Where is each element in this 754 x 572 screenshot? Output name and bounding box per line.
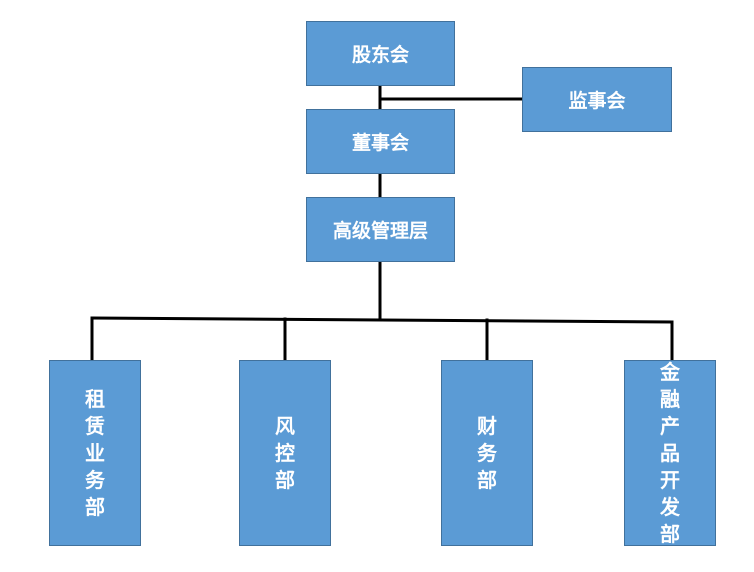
node-label: 股东会 bbox=[351, 44, 409, 66]
node-finance-department: 财务部 bbox=[441, 360, 533, 546]
node-leasing-department: 租赁业务部 bbox=[49, 360, 141, 546]
bus-line-departments bbox=[90, 316, 674, 324]
node-risk-department: 风控部 bbox=[239, 360, 331, 546]
node-supervisors: 监事会 bbox=[522, 67, 672, 132]
node-products-department: 金融产品开发部 bbox=[624, 360, 716, 546]
node-label: 金融产品开发部 bbox=[660, 359, 680, 546]
node-label: 高级管理层 bbox=[332, 220, 428, 242]
node-label: 租赁业务部 bbox=[85, 386, 105, 519]
node-board: 董事会 bbox=[306, 109, 455, 174]
node-senior-management: 高级管理层 bbox=[306, 197, 455, 262]
node-label: 风控部 bbox=[275, 413, 295, 492]
node-shareholders: 股东会 bbox=[306, 21, 455, 86]
node-label: 监事会 bbox=[568, 90, 626, 112]
node-label: 财务部 bbox=[477, 413, 497, 492]
node-label: 董事会 bbox=[351, 132, 409, 154]
